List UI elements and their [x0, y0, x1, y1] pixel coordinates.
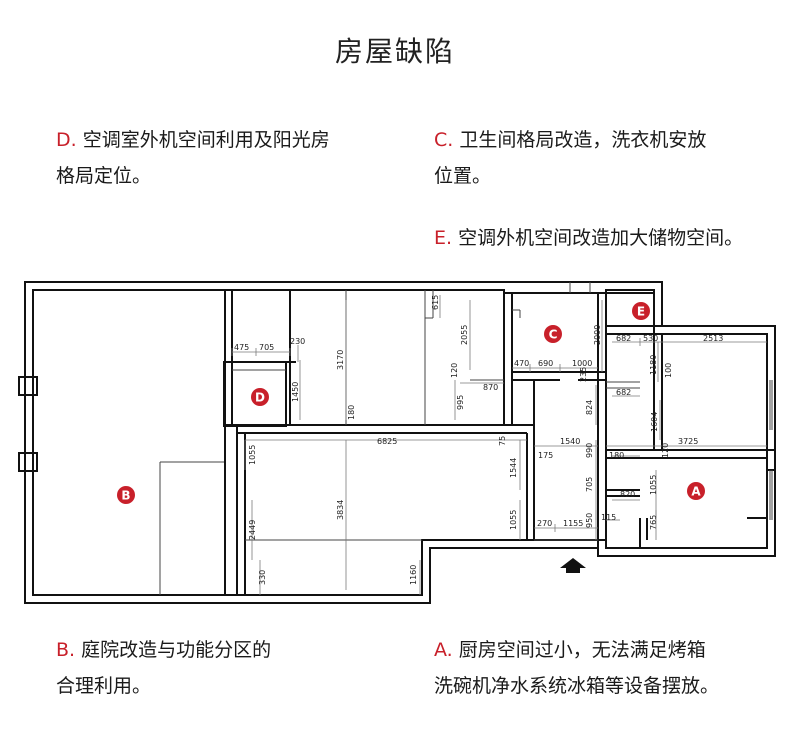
dim-475: 475 — [234, 343, 249, 352]
dim-3170: 3170 — [336, 350, 345, 370]
dim-1155: 1155 — [563, 519, 583, 528]
note-a-tag: A. — [434, 639, 453, 661]
dim-1450: 1450 — [291, 382, 300, 402]
note-e-tag: E. — [434, 227, 453, 249]
dim-1055-b: 1055 — [649, 475, 658, 495]
dim-995: 995 — [456, 395, 465, 410]
dim-75: 75 — [498, 436, 507, 446]
entrance-arrow-icon — [560, 558, 586, 573]
note-b-tag: B. — [56, 639, 76, 661]
dim-530: 530 — [643, 334, 658, 343]
note-d-line1: 空调室外机空间利用及阳光房 — [82, 129, 330, 151]
dim-1604: 1604 — [650, 412, 659, 432]
dim-180-b: 180 — [609, 451, 624, 460]
note-c-line2: 位置。 — [434, 165, 492, 187]
dim-705-b: 705 — [585, 477, 594, 492]
dim-2449: 2449 — [248, 520, 257, 540]
marker-c-label: C — [549, 328, 558, 342]
note-b: B. 庭院改造与功能分区的 合理利用。 — [56, 632, 271, 704]
marker-d: D — [251, 388, 269, 406]
dim-2055: 2055 — [460, 325, 469, 345]
dim-990: 990 — [585, 443, 594, 458]
marker-d-label: D — [255, 391, 265, 405]
page-title: 房屋缺陷 — [334, 35, 455, 68]
dim-230: 230 — [290, 337, 305, 346]
marker-b-label: B — [121, 489, 130, 503]
dim-820: 820 — [620, 490, 635, 499]
marker-b: B — [117, 486, 135, 504]
dim-950: 950 — [585, 513, 594, 528]
inner-outline — [32, 289, 768, 596]
note-a-line2: 洗碗机净水系统冰箱等设备摆放。 — [434, 675, 720, 697]
wall-box-lower — [18, 452, 38, 472]
dim-1000: 1000 — [572, 359, 592, 368]
dim-270: 270 — [537, 519, 552, 528]
dim-682-a: 682 — [616, 334, 631, 343]
dim-330: 330 — [258, 570, 267, 585]
note-b-line1: 庭院改造与功能分区的 — [81, 639, 272, 661]
dim-1055-c: 1055 — [509, 510, 518, 530]
note-b-line2: 合理利用。 — [56, 675, 152, 697]
dim-705: 705 — [259, 343, 274, 352]
dim-2000: 2000 — [593, 325, 602, 345]
dim-470: 470 — [514, 359, 529, 368]
dim-1055-a: 1055 — [248, 445, 257, 465]
dim-870: 870 — [483, 383, 498, 392]
dim-235: 235 — [579, 367, 588, 382]
dim-690: 690 — [538, 359, 553, 368]
note-d-line2: 格局定位。 — [56, 165, 152, 187]
dim-3834: 3834 — [336, 500, 345, 520]
dim-120-b: 120 — [661, 443, 670, 458]
dim-1540: 1540 — [560, 437, 580, 446]
dim-115: 115 — [601, 513, 616, 522]
dim-2513: 2513 — [703, 334, 723, 343]
note-c: C. 卫生间格局改造，洗衣机安放 位置。 — [434, 122, 706, 194]
note-c-line1: 卫生间格局改造，洗衣机安放 — [459, 129, 707, 151]
marker-e-label: E — [637, 305, 645, 319]
dim-120-a: 120 — [450, 363, 459, 378]
dim-682-b: 682 — [616, 388, 631, 397]
dim-180-a: 180 — [347, 405, 356, 420]
note-d-tag: D. — [56, 129, 77, 151]
dim-3725: 3725 — [678, 437, 698, 446]
note-e-line1: 空调外机空间改造加大储物空间。 — [458, 227, 744, 249]
wall-box-upper — [18, 376, 38, 396]
marker-c: C — [544, 325, 562, 343]
note-a: A. 厨房空间过小，无法满足烤箱 洗碗机净水系统冰箱等设备摆放。 — [434, 632, 719, 704]
note-a-line1: 厨房空间过小，无法满足烤箱 — [458, 639, 706, 661]
dim-824: 824 — [585, 400, 594, 415]
marker-e: E — [632, 302, 650, 320]
dim-765: 765 — [649, 515, 658, 530]
dim-615: 615 — [431, 295, 440, 310]
note-d: D. 空调室外机空间利用及阳光房 格局定位。 — [56, 122, 330, 194]
marker-a: A — [687, 482, 705, 500]
dim-1544: 1544 — [509, 458, 518, 478]
dim-175: 175 — [538, 451, 553, 460]
dim-6825: 6825 — [377, 437, 397, 446]
note-e: E. 空调外机空间改造加大储物空间。 — [434, 220, 743, 256]
dim-100: 100 — [664, 363, 673, 378]
marker-a-label: A — [691, 485, 701, 499]
floor-plan: 475 705 230 3170 615 2055 2000 470 690 1… — [18, 281, 776, 604]
dim-1160: 1160 — [409, 565, 418, 585]
note-c-tag: C. — [434, 129, 454, 151]
dim-1180: 1180 — [649, 355, 658, 375]
